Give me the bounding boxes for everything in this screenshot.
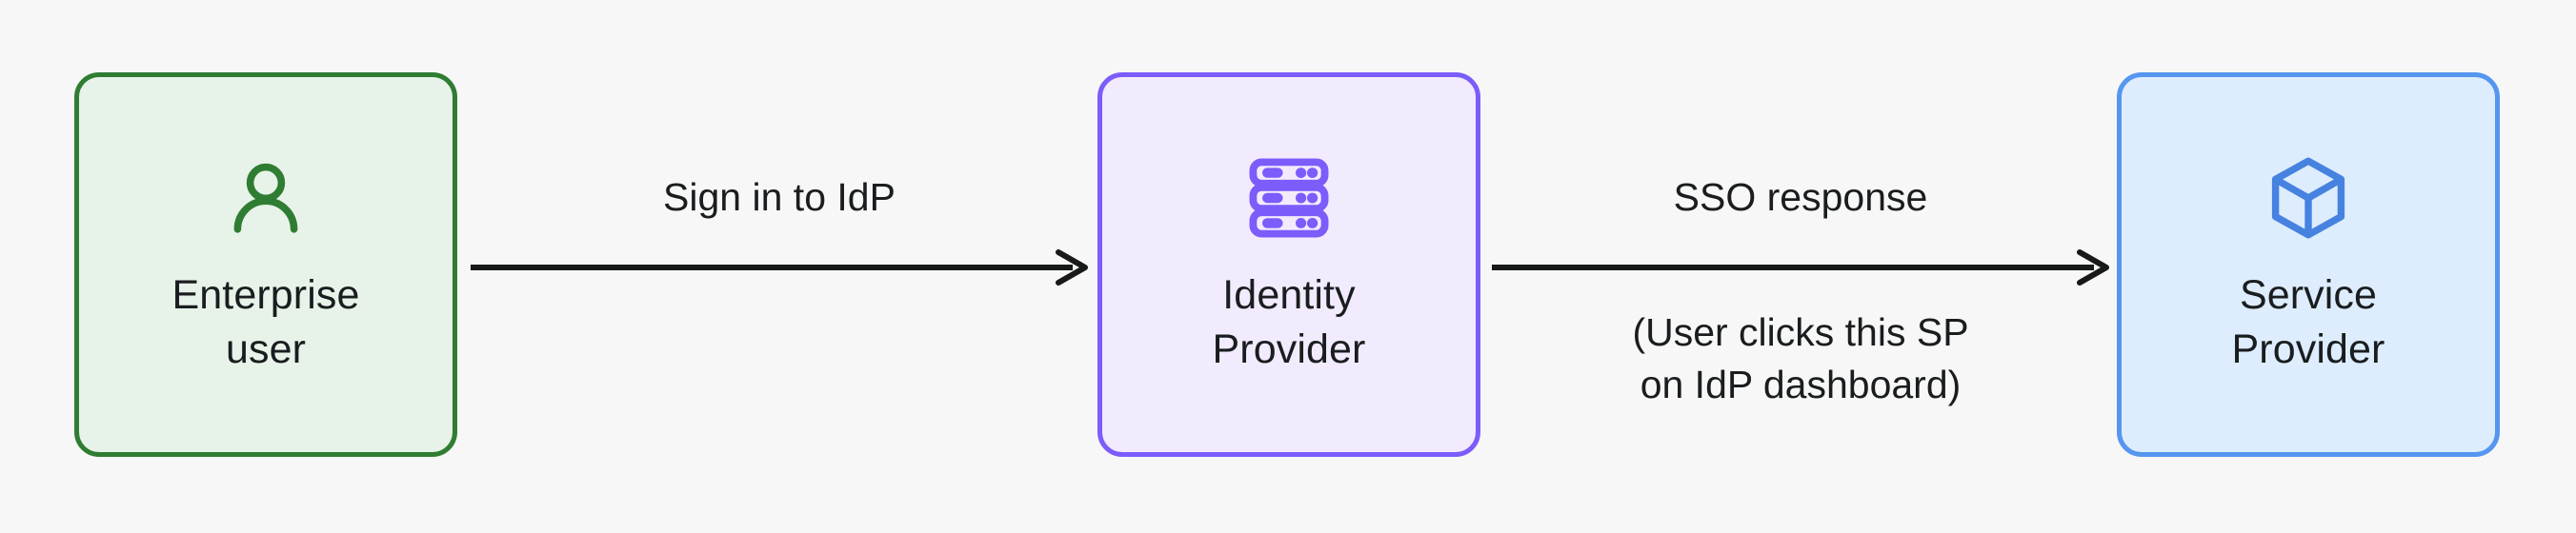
edge-note-sso-response: (User clicks this SP on IdP dashboard) [1632,310,1969,406]
node-label-service-provider: Service Provider [2231,272,2385,372]
edge-label-sign-in-to-idp: Sign in to IdP [663,175,896,219]
node-label-identity-provider: Identity Provider [1212,272,1366,372]
user-icon [220,152,312,244]
node-service-provider[interactable]: Service Provider [2117,72,2500,457]
arrow-idp-to-sp [1492,248,2109,286]
node-label-enterprise-user: Enterprise user [171,272,360,372]
edge-label-sso-response: SSO response [1673,175,1928,219]
server-rack-icon [1243,152,1335,244]
node-enterprise-user[interactable]: Enterprise user [74,72,457,457]
cube-icon [2263,152,2354,244]
arrow-user-to-idp [471,248,1088,286]
node-identity-provider[interactable]: Identity Provider [1097,72,1480,457]
